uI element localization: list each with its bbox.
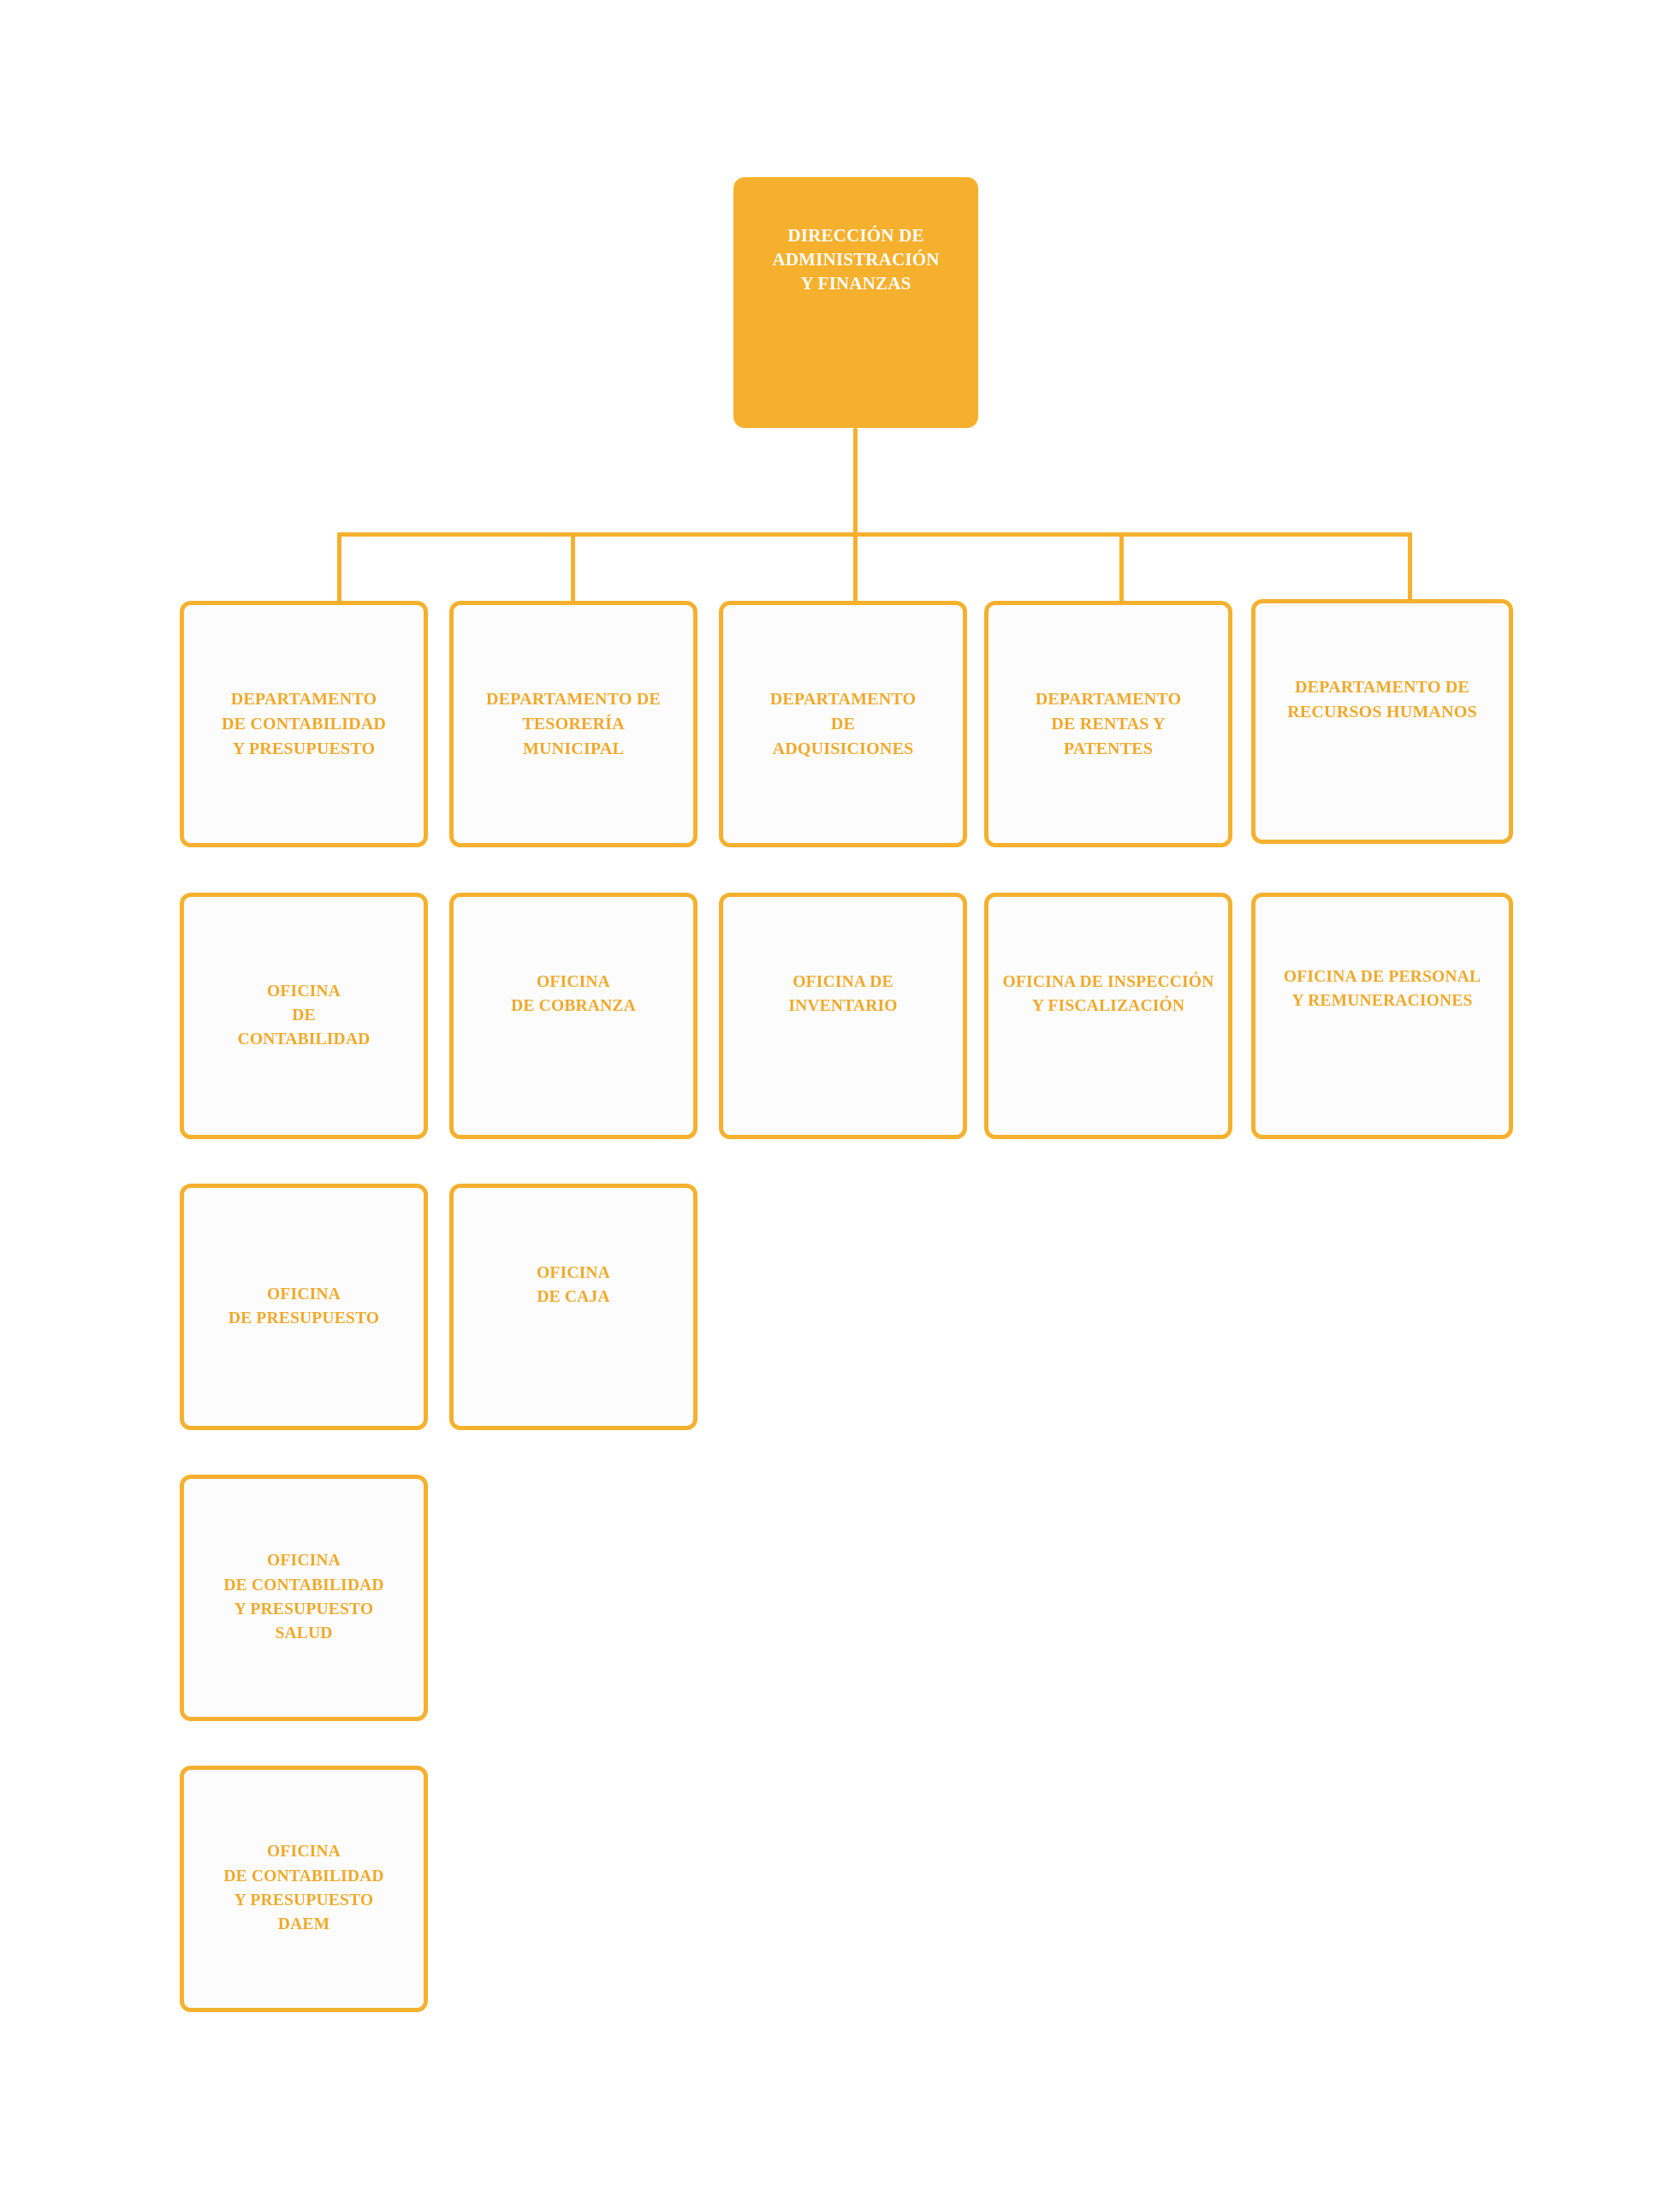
connector-drop-dept-4: [1119, 532, 1124, 603]
node-label: DEPARTAMENTO DE RENTAS Y PATENTES: [1035, 689, 1182, 758]
node-departamento-contabilidad-presupuesto[interactable]: DEPARTAMENTO DE CONTABILIDAD Y PRESUPUES…: [180, 601, 428, 847]
connector-drop-dept-3: [853, 532, 858, 603]
node-oficina-contabilidad-presupuesto-salud[interactable]: OFICINA DE CONTABILIDAD Y PRESUPUESTO SA…: [180, 1475, 428, 1721]
node-label: OFICINA DE CONTABILIDAD Y PRESUPUESTO DA…: [223, 1843, 384, 1934]
node-departamento-tesoreria-municipal[interactable]: DEPARTAMENTO DE TESORERÍA MUNICIPAL: [449, 601, 698, 847]
node-label: OFICINA DE PERSONAL Y REMUNERACIONES: [1283, 968, 1481, 1011]
node-oficina-caja[interactable]: OFICINA DE CAJA: [449, 1184, 698, 1430]
node-departamento-adquisiciones[interactable]: DEPARTAMENTO DE ADQUISICIONES: [719, 601, 967, 847]
connector-drop-dept-1: [337, 532, 341, 603]
connector-drop-dept-5: [1408, 532, 1412, 603]
node-oficina-personal-remuneraciones[interactable]: OFICINA DE PERSONAL Y REMUNERACIONES: [1251, 893, 1513, 1139]
node-label: OFICINA DE COBRANZA: [511, 973, 636, 1016]
connector-root-stem: [853, 428, 858, 536]
node-label: OFICINA DE INSPECCIÓN Y FISCALIZACIÓN: [1002, 973, 1214, 1016]
node-label: DEPARTAMENTO DE TESORERÍA MUNICIPAL: [486, 689, 661, 758]
node-label: DEPARTAMENTO DE ADQUISICIONES: [769, 689, 917, 758]
node-oficina-cobranza[interactable]: OFICINA DE COBRANZA: [449, 893, 698, 1139]
node-label: OFICINA DE INVENTARIO: [788, 973, 898, 1016]
node-label: DEPARTAMENTO DE CONTABILIDAD Y PRESUPUES…: [221, 689, 387, 758]
node-label: DIRECCIÓN DE ADMINISTRACIÓN Y FINANZAS: [772, 225, 940, 294]
node-direccion-administracion-finanzas[interactable]: DIRECCIÓN DE ADMINISTRACIÓN Y FINANZAS: [733, 177, 978, 428]
node-label: OFICINA DE CONTABILIDAD: [237, 982, 371, 1049]
node-label: OFICINA DE CONTABILIDAD Y PRESUPUESTO SA…: [223, 1552, 384, 1643]
node-oficina-presupuesto[interactable]: OFICINA DE PRESUPUESTO: [180, 1184, 428, 1430]
node-oficina-inspeccion-fiscalizacion[interactable]: OFICINA DE INSPECCIÓN Y FISCALIZACIÓN: [984, 893, 1232, 1139]
node-departamento-rentas-patentes[interactable]: DEPARTAMENTO DE RENTAS Y PATENTES: [984, 601, 1232, 847]
connector-drop-dept-2: [571, 532, 575, 603]
node-oficina-contabilidad-presupuesto-daem[interactable]: OFICINA DE CONTABILIDAD Y PRESUPUESTO DA…: [180, 1766, 428, 2012]
node-oficina-inventario[interactable]: OFICINA DE INVENTARIO: [719, 893, 967, 1139]
node-label: DEPARTAMENTO DE RECURSOS HUMANOS: [1287, 678, 1477, 721]
node-oficina-contabilidad[interactable]: OFICINA DE CONTABILIDAD: [180, 893, 428, 1139]
connector-horizontal-bus: [337, 532, 1412, 537]
node-departamento-recursos-humanos[interactable]: DEPARTAMENTO DE RECURSOS HUMANOS: [1251, 599, 1513, 844]
node-label: OFICINA DE CAJA: [537, 1264, 610, 1307]
node-label: OFICINA DE PRESUPUESTO: [228, 1285, 380, 1327]
